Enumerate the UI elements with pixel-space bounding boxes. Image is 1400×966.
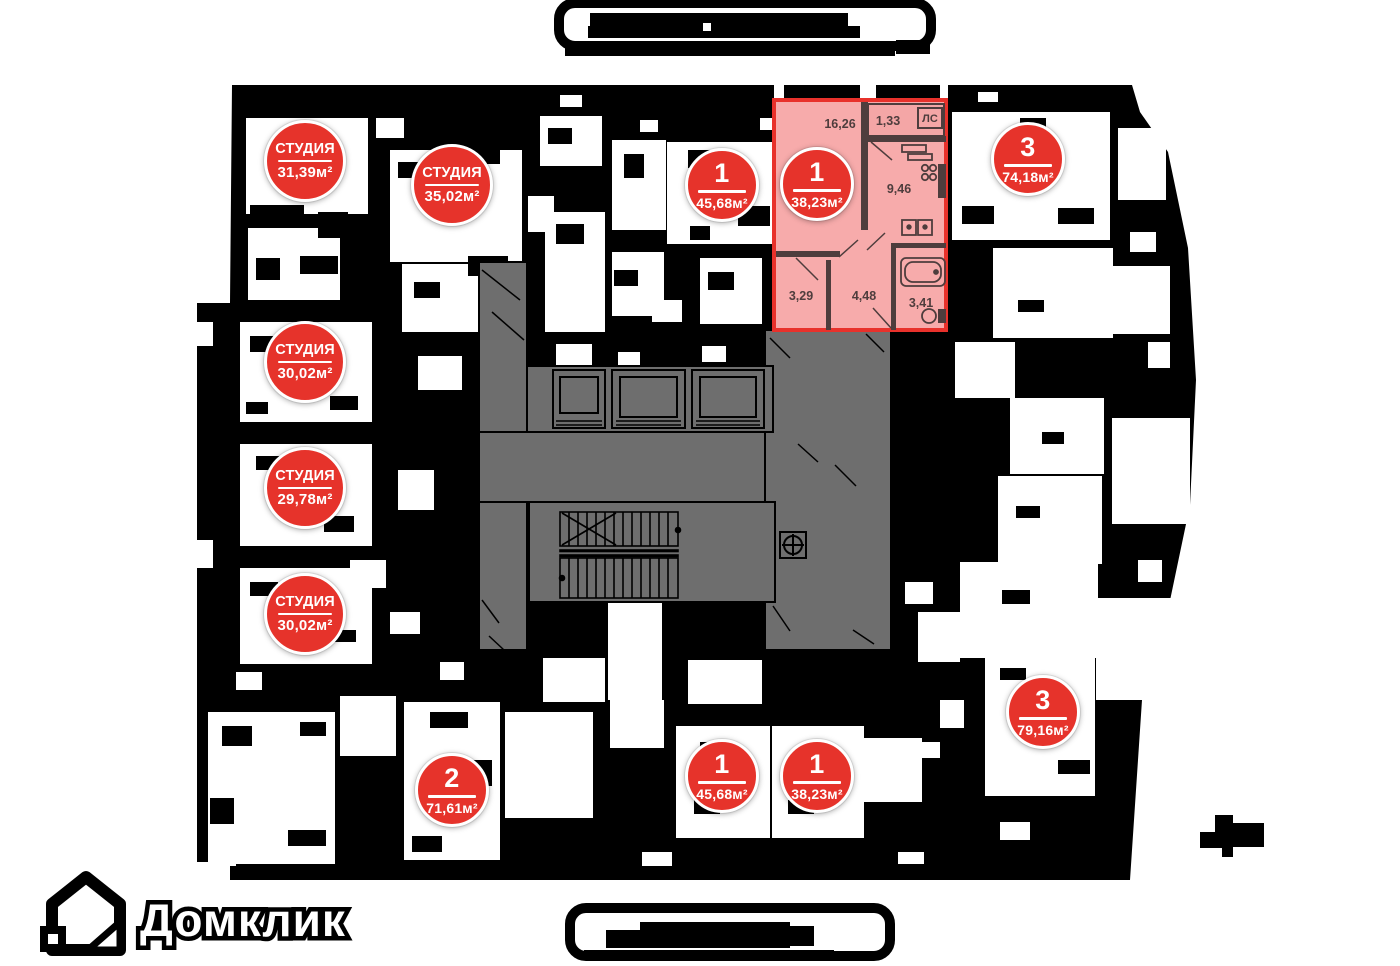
badge-divider xyxy=(1018,717,1068,720)
elevator-icon xyxy=(552,369,765,429)
apartment-badge[interactable]: 1 45,68м² xyxy=(685,739,759,813)
plan-noise-white xyxy=(197,92,1170,866)
badge-rooms-label: 3 xyxy=(1035,685,1051,716)
apartment-badge[interactable]: 3 79,16м² xyxy=(1006,675,1080,749)
selected-apartment[interactable] xyxy=(772,86,948,353)
top-street-banner xyxy=(554,0,936,56)
dim-bedroom: 3,29 xyxy=(788,289,814,303)
badge-area-label: 35,02м² xyxy=(424,188,480,205)
apartment-badge[interactable]: 3 74,18м² xyxy=(991,122,1065,196)
apartment-door-swings xyxy=(795,141,893,329)
apartment-badge[interactable]: 2 71,61м² xyxy=(415,753,489,827)
bathtub-icon xyxy=(900,257,946,287)
balcony-rail xyxy=(788,88,860,101)
building-core xyxy=(478,261,892,651)
badge-rooms-label: 1 xyxy=(714,749,730,780)
toilet-icon xyxy=(921,308,937,324)
dim-kitchen: 9,46 xyxy=(886,182,912,196)
badge-area-label: 29,78м² xyxy=(277,491,333,508)
badge-rooms-label: СТУДИЯ xyxy=(275,594,335,610)
garbage-chute-icon xyxy=(779,531,807,559)
balcony-rail xyxy=(876,86,940,99)
domclick-watermark: Домклик xyxy=(40,866,349,956)
apartment-badge[interactable]: СТУДИЯ 35,02м² xyxy=(411,144,493,226)
badge-divider xyxy=(277,360,333,363)
badge-area-label: 45,68м² xyxy=(696,785,748,802)
badge-rooms-label: 1 xyxy=(714,158,730,189)
badge-rooms-label: 1 xyxy=(809,749,825,780)
domclick-logo-text: Домклик xyxy=(140,894,346,946)
badge-divider xyxy=(697,781,747,784)
dim-bathroom: 3,41 xyxy=(908,296,934,310)
bottom-street-banner xyxy=(565,903,895,961)
badge-rooms-label: 1 xyxy=(809,157,825,188)
badge-rooms-label: 3 xyxy=(1020,132,1036,163)
badge-area-label: 71,61м² xyxy=(426,799,478,816)
apartment-walls xyxy=(776,102,946,330)
badge-divider xyxy=(424,183,480,186)
door-swing-lines xyxy=(481,269,875,651)
badge-area-label: 79,16м² xyxy=(1017,721,1069,738)
dim-balcony-tag: ЛС xyxy=(922,113,938,125)
apartment-badge[interactable]: СТУДИЯ 30,02м² xyxy=(264,573,346,655)
badge-area-label: 74,18м² xyxy=(1002,168,1054,185)
badge-area-label: 38,23м² xyxy=(791,785,843,802)
badge-divider xyxy=(427,795,477,798)
badge-divider xyxy=(277,486,333,489)
apartment-badge[interactable]: СТУДИЯ 29,78м² xyxy=(264,447,346,529)
apartment-badge[interactable]: СТУДИЯ 31,39м² xyxy=(264,120,346,202)
dim-hallway: 4,48 xyxy=(851,289,877,303)
badge-divider xyxy=(792,189,842,192)
balcony-tag-box xyxy=(917,107,943,129)
badge-rooms-label: 2 xyxy=(444,763,460,794)
badge-rooms-label: СТУДИЯ xyxy=(422,165,482,181)
apartment-badge[interactable]: СТУДИЯ 30,02м² xyxy=(264,321,346,403)
badge-area-label: 31,39м² xyxy=(277,164,333,181)
badge-divider xyxy=(277,159,333,162)
badge-divider xyxy=(1003,164,1053,167)
badge-area-label: 38,23м² xyxy=(791,193,843,210)
domclick-house-icon xyxy=(40,871,126,956)
compass-mark xyxy=(1200,815,1264,857)
badge-divider xyxy=(697,190,747,193)
apartment-badge[interactable]: 1 38,23м² xyxy=(780,147,854,221)
apartment-fixtures xyxy=(900,144,946,324)
badge-area-label: 30,02м² xyxy=(277,617,333,634)
dim-balcony: 1,33 xyxy=(875,114,901,128)
staircase-icon xyxy=(558,511,682,599)
badge-divider xyxy=(792,781,842,784)
badge-rooms-label: СТУДИЯ xyxy=(275,342,335,358)
badge-area-label: 45,68м² xyxy=(696,194,748,211)
apartment-badge[interactable]: 1 38,23м² xyxy=(780,739,854,813)
entry-door-swing xyxy=(865,333,885,353)
badge-divider xyxy=(277,612,333,615)
core-right-hall xyxy=(764,329,892,651)
badge-area-label: 30,02м² xyxy=(277,365,333,382)
apartment-badge[interactable]: 1 45,68м² xyxy=(685,148,759,222)
badge-rooms-label: СТУДИЯ xyxy=(275,468,335,484)
dim-living: 16,26 xyxy=(824,117,856,131)
badge-rooms-label: СТУДИЯ xyxy=(275,141,335,157)
